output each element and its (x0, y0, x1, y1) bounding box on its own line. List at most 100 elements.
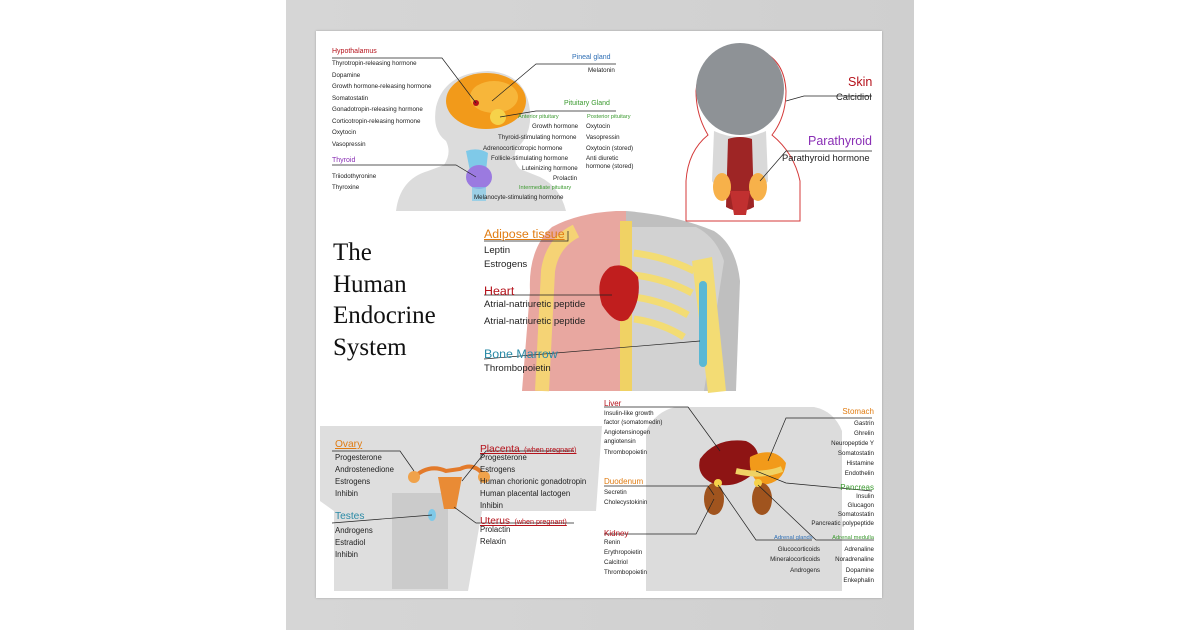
hormone-label: Inhibin (480, 501, 503, 510)
anatomy-illustrations (320, 43, 874, 591)
hormone-label: Estrogens (335, 477, 371, 486)
hormone-label: Growth hormone-releasing hormone (332, 83, 432, 90)
thyroid-label: Thyroid (332, 157, 356, 164)
hormone-label: Follicle-stimulating hormone (491, 155, 569, 162)
head-illustration (396, 71, 566, 211)
hormone-label: Luteinizing hormone (522, 165, 578, 172)
hormone-label: Mineralocorticoids (770, 556, 820, 563)
hormone-label: Thrombopoietin (484, 363, 551, 374)
hormone-label: Atrial-natriuretic peptide (484, 316, 586, 327)
hormone-label: hormone (stored) (586, 162, 634, 170)
hormone-label: Oxytocin (586, 123, 611, 130)
hormone-label: Dopamine (845, 567, 874, 574)
uterus-label: Uterus (when pregnant) (480, 511, 567, 529)
adrenal-glands-label: Adrenal glands (774, 535, 813, 541)
kidney-label: Kidney (604, 529, 629, 538)
pancreas-label: Pancreas (840, 483, 874, 492)
title-line: Human (333, 270, 407, 298)
hormone-label: Estrogens (480, 465, 516, 474)
hormone-label: Human chorionic gonadotropin (480, 477, 587, 486)
hormone-label: Leptin (484, 245, 511, 256)
adipose-tissue-label: Adipose tissue (484, 227, 565, 241)
hormone-label: Triiodothyronine (332, 173, 377, 180)
hormone-label: factor (somatomedin) (604, 419, 663, 426)
hormone-label: Corticotropin-releasing hormone (332, 117, 421, 125)
hypothalamus-label: Hypothalamus (332, 48, 377, 55)
abdomen-illustration (646, 407, 842, 591)
hormone-label: Thrombopoietin (604, 569, 647, 576)
hormone-label: Atrial-natriuretic peptide (484, 299, 586, 310)
title-line: System (333, 333, 407, 361)
hormone-label: Vasopressin (332, 140, 366, 148)
uterus-name: Uterus (480, 516, 511, 527)
hormone-label: Gonadotropin-releasing hormone (332, 106, 423, 113)
hormone-label: Thrombopoietin (604, 449, 647, 456)
hormone-label: Secretin (604, 489, 627, 496)
ovary-label: Ovary (335, 439, 363, 450)
hormone-label: Histamine (846, 460, 874, 467)
bone-marrow-label: Bone Marrow (484, 347, 558, 361)
hormone-label: Noradrenaline (835, 556, 874, 563)
hormone-label: Calcitriol (604, 559, 628, 566)
torso-illustration (522, 211, 740, 393)
anterior-pituitary-label: Anterior pituitary (518, 114, 559, 120)
hormone-label: Progesterone (480, 453, 527, 462)
hormone-label: Erythropoietin (604, 549, 643, 556)
hormone-label: Somatostatin (837, 511, 874, 518)
hormone-label: Melatonin (588, 67, 615, 74)
hormone-label: Melanocyte-stimulating hormone (474, 194, 564, 201)
hormone-label: Oxytocin (332, 129, 357, 136)
stomach-label: Stomach (842, 407, 874, 416)
hormone-label: Progesterone (335, 453, 382, 462)
testes-label: Testes (335, 511, 365, 522)
hormone-label: Somatostatin (837, 450, 874, 457)
placenta-name: Placenta (480, 444, 520, 455)
hormone-label: Thyroxine (332, 184, 360, 191)
parathyroid-label: Parathyroid (808, 134, 872, 148)
placenta-note: (when pregnant) (524, 445, 577, 454)
placenta-label: Placenta (when pregnant) (480, 439, 576, 457)
hormone-label: Renin (604, 539, 621, 546)
hormone-label: Anti diuretic (586, 155, 619, 162)
skin-label: Skin (848, 75, 873, 89)
hormone-label: Growth hormone (532, 123, 579, 130)
hormone-label: Neuropeptide Y (831, 440, 874, 447)
hormone-label: Gastrin (854, 420, 874, 427)
hormone-label: Ghrelin (854, 430, 874, 437)
title-line: Endocrine (333, 302, 436, 329)
hormone-label: Endothelin (844, 470, 874, 477)
hormone-label: Insulin (856, 493, 874, 500)
hormone-label: Enkephalin (843, 577, 874, 584)
hormone-label: Calcidiol (836, 91, 872, 102)
hormone-label: Thyroid-stimulating hormone (498, 134, 577, 141)
hormone-label: Adrenaline (844, 546, 874, 553)
hormone-label: Cholecystokinin (604, 499, 648, 506)
hormone-label: Prolactin (553, 175, 578, 182)
pelvis-illustration (320, 426, 602, 591)
hormone-label: Human placental lactogen (480, 489, 571, 498)
pituitary-gland-label: Pituitary Gland (564, 100, 610, 107)
uterus-note: (when pregnant) (514, 517, 567, 526)
hormone-label: Somatostatin (332, 94, 369, 102)
hormone-label: Inhibin (335, 550, 358, 559)
hormone-label: Androgens (335, 526, 373, 535)
intermediate-pituitary-label: Intermediate pituitary (519, 185, 572, 191)
hormone-label: Prolactin (480, 525, 511, 534)
hormone-label: Adrenocorticotropic hormone (483, 144, 563, 152)
hormone-label: Androstenedione (335, 465, 394, 474)
hormone-label: Vasopressin (586, 134, 620, 141)
adrenal-medulla-label: Adrenal medulla (832, 535, 874, 541)
hormone-label: Angiotensinogen (604, 428, 651, 436)
hormone-label: Thyrotropin-releasing hormone (332, 60, 417, 67)
endocrine-poster: The Human Endocrine System Hypothalamus … (316, 31, 882, 598)
hormone-label: Androgens (790, 567, 820, 574)
hormone-label: Parathyroid hormone (782, 152, 870, 163)
hormone-label: angiotensin (604, 438, 636, 445)
neck-back-illustration (685, 43, 801, 222)
hormone-label: Dopamine (332, 71, 361, 79)
hormone-label: Insulin-like growth (604, 410, 654, 417)
hormone-label: Oxytocin (stored) (586, 144, 634, 152)
liver-label: Liver (604, 399, 622, 408)
duodenum-label: Duodenum (604, 477, 644, 486)
hormone-label: Estrogens (484, 259, 528, 270)
